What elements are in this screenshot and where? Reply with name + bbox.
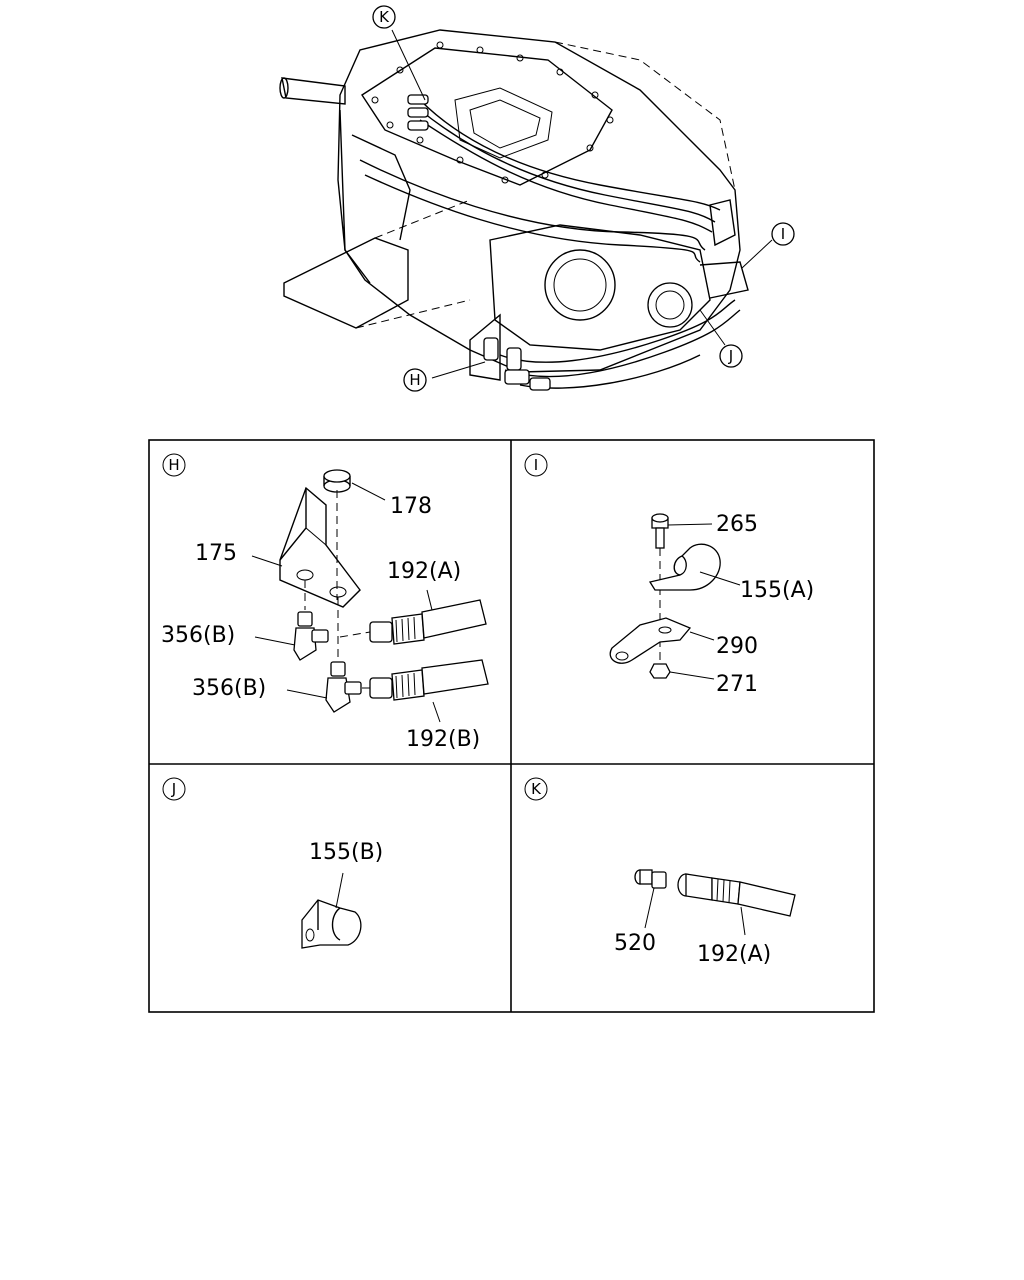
label-356b-bottom: 356(B)	[192, 676, 266, 701]
label-192a-h: 192(A)	[387, 559, 461, 584]
panel-j-letter: J	[162, 777, 186, 801]
panel-j: J 155(B)	[162, 777, 383, 949]
label-155b: 155(B)	[309, 840, 383, 865]
panel-k-letter: K	[524, 777, 548, 801]
callout-i: I	[771, 222, 795, 246]
label-265: 265	[716, 512, 758, 537]
panel-i-letter: I	[524, 453, 548, 477]
callout-j: J	[719, 344, 743, 368]
svg-text:K: K	[531, 780, 542, 798]
label-155a: 155(A)	[740, 578, 814, 603]
label-175: 175	[195, 541, 237, 566]
svg-text:J: J	[171, 780, 176, 798]
panel-h-letter: H	[162, 453, 186, 477]
label-178: 178	[390, 494, 432, 519]
label-356b-top: 356(B)	[161, 623, 235, 648]
label-192a-k: 192(A)	[697, 942, 771, 967]
svg-text:I: I	[534, 456, 538, 474]
transmission-overview: K I J H	[279, 5, 795, 392]
detail-grid	[148, 439, 875, 1013]
svg-text:K: K	[379, 8, 390, 26]
callout-h: H	[403, 368, 427, 392]
panel-h: H	[161, 453, 489, 752]
label-290: 290	[716, 634, 758, 659]
svg-text:H: H	[409, 371, 420, 389]
label-520: 520	[614, 931, 656, 956]
label-192b: 192(B)	[406, 727, 480, 752]
panel-k: K 520 192(A)	[524, 777, 796, 967]
panel-i: I 265 155(A) 290 271	[524, 453, 814, 697]
label-271: 271	[716, 672, 758, 697]
svg-text:J: J	[728, 347, 733, 365]
svg-text:H: H	[168, 456, 179, 474]
callout-k: K	[372, 5, 396, 29]
svg-text:I: I	[781, 225, 785, 243]
